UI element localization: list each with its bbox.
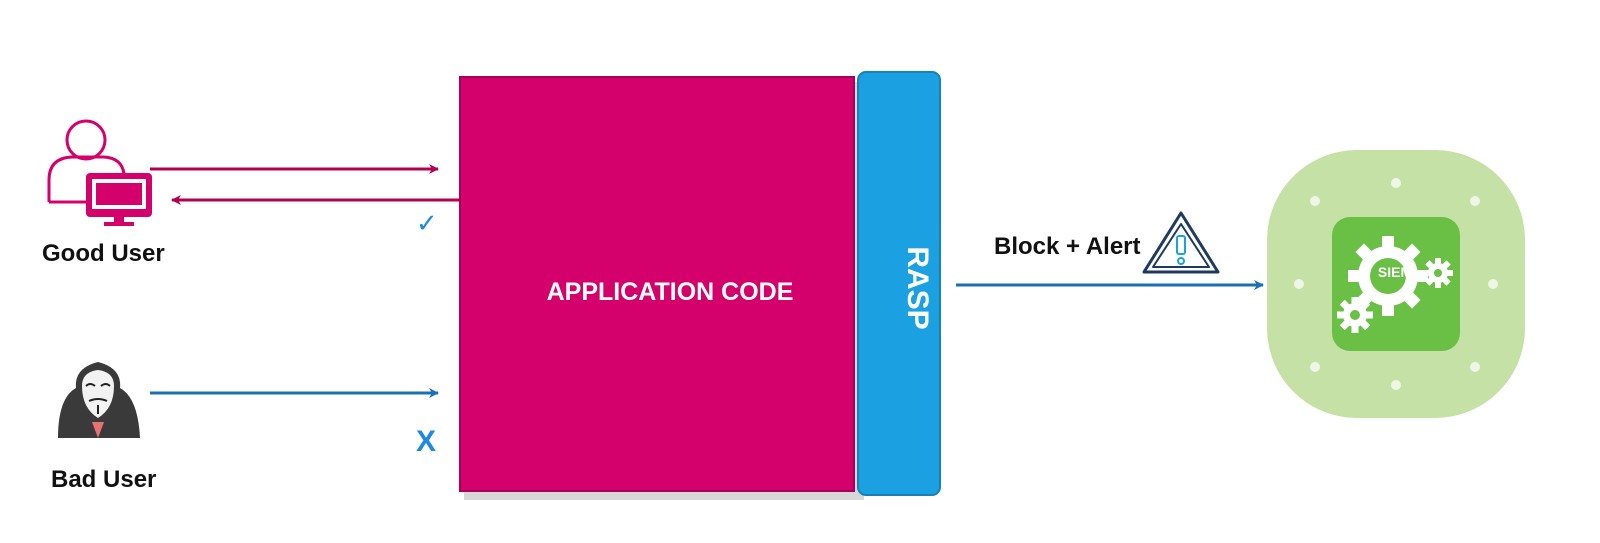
application-code-label: APPLICATION CODE xyxy=(546,277,794,306)
rasp-label: RASP xyxy=(901,246,934,330)
bad-user-label: Bad User xyxy=(51,466,157,493)
allowed-checkmark: ✓ xyxy=(416,209,438,239)
good-user-label: Good User xyxy=(42,240,165,267)
siem-label: SIEM xyxy=(1377,264,1413,280)
blocked-x-mark: X xyxy=(416,425,436,458)
bad-user-icon xyxy=(58,362,140,438)
block-alert-label: Block + Alert xyxy=(994,233,1141,260)
rasp-box xyxy=(857,71,941,496)
application-code-box xyxy=(459,76,855,492)
warning-icon xyxy=(1142,211,1220,274)
siem-dots xyxy=(1294,178,1498,390)
good-user-icon xyxy=(47,119,152,226)
gear-icon xyxy=(1337,236,1453,333)
